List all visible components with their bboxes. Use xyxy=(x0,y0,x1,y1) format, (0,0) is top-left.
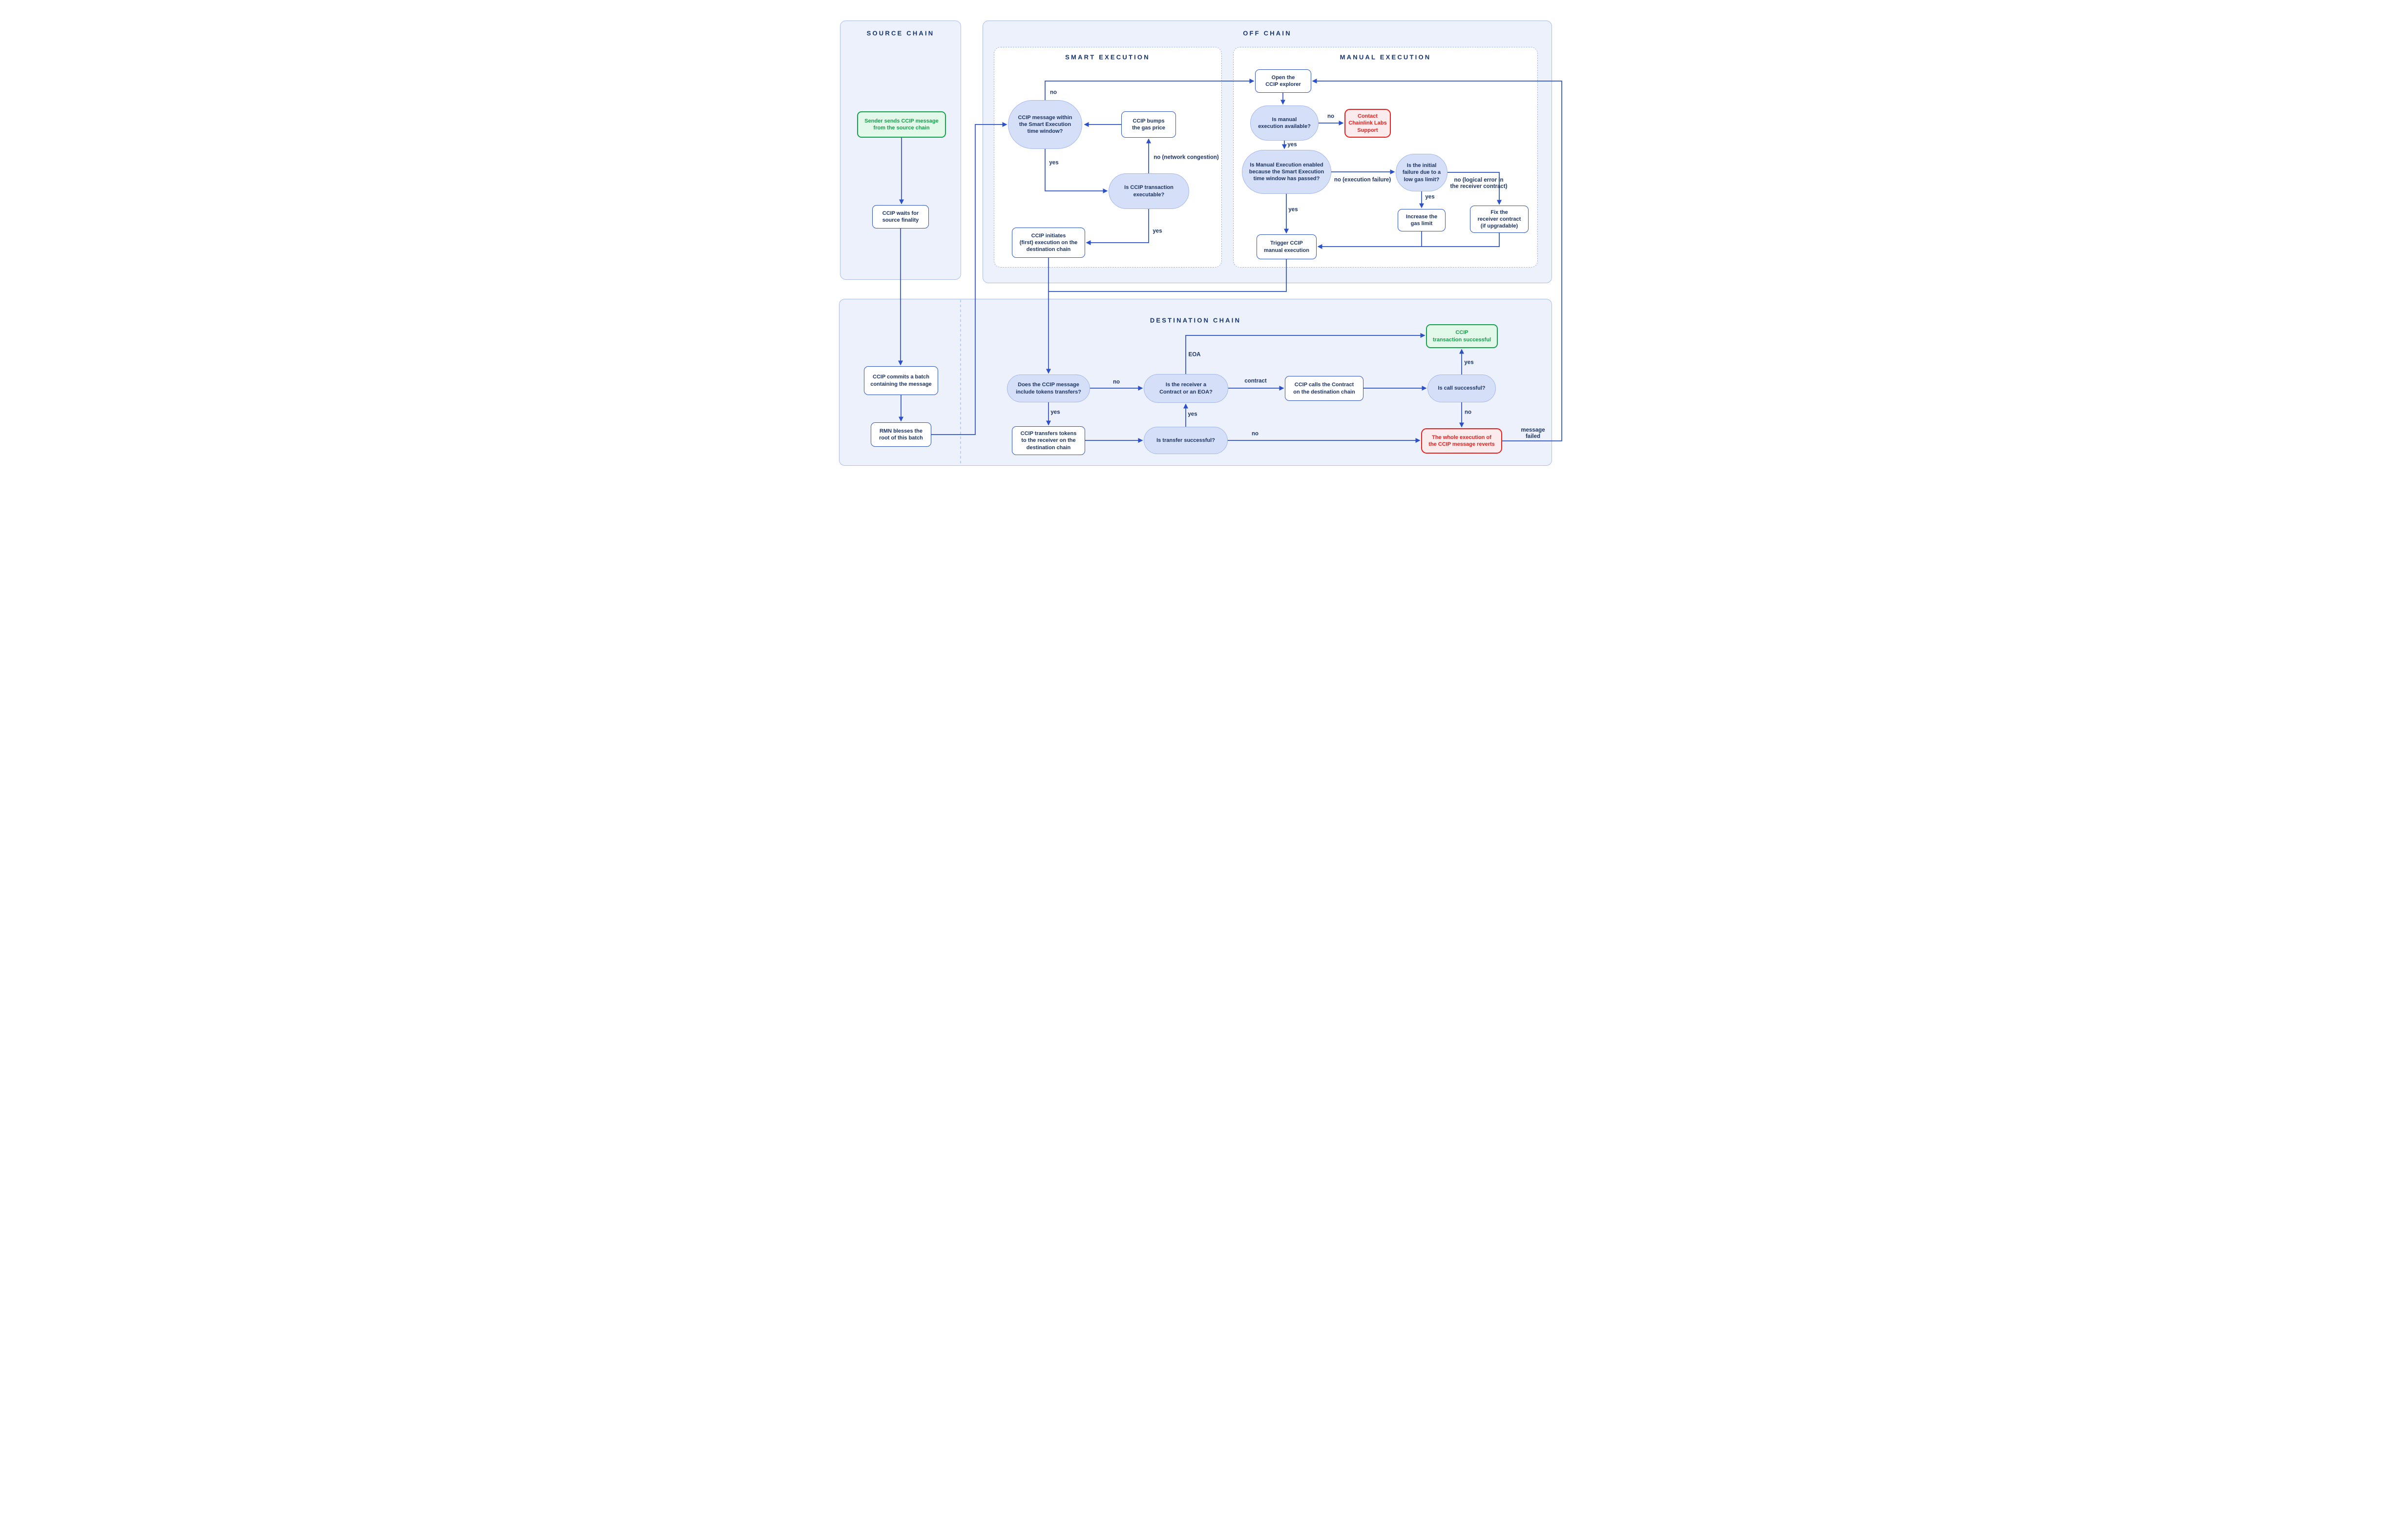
node-open-ccip-explorer: Open the CCIP explorer xyxy=(1255,69,1311,93)
node-is-transfer-successful: Is transfer successful? xyxy=(1144,427,1228,454)
manual-execution-title: MANUAL EXECUTION xyxy=(1340,53,1431,61)
edge-label-window-yes: yes xyxy=(1049,160,1059,166)
node-whole-execution-reverts: The whole execution of the CCIP message … xyxy=(1421,428,1502,454)
node-receiver-contract-or-eoa: Is the receiver a Contract or an EOA? xyxy=(1144,374,1228,403)
node-ccip-waits-finality: CCIP waits for source finality xyxy=(872,205,929,229)
edge-label-call-yes: yes xyxy=(1464,359,1474,366)
edge-label-contract: contract xyxy=(1244,378,1267,384)
edge-label-low-gas-yes: yes xyxy=(1425,194,1435,200)
edge-label-executable-yes: yes xyxy=(1153,228,1162,234)
off-chain-title: OFF CHAIN xyxy=(1243,29,1292,37)
source-chain-panel xyxy=(840,21,961,280)
node-transaction-executable: Is CCIP transaction executable? xyxy=(1109,173,1189,209)
edge-label-tokens-yes: yes xyxy=(1050,409,1060,416)
edge-label-transfer-no: no xyxy=(1251,431,1259,437)
node-sender-sends-message: Sender sends CCIP message from the sourc… xyxy=(857,111,946,138)
node-ccip-transaction-successful: CCIP transaction successful xyxy=(1426,324,1498,348)
ccip-execution-flowchart: SOURCE CHAIN OFF CHAIN SMART EXECUTION M… xyxy=(820,0,1571,483)
node-trigger-manual-execution: Trigger CCIP manual execution xyxy=(1257,234,1317,259)
node-rmn-blesses-root: RMN blesses the root of this batch xyxy=(871,422,931,447)
edge-label-message-failed: message failed xyxy=(1521,427,1545,439)
edge-label-manual-available-yes: yes xyxy=(1287,142,1297,148)
node-ccip-initiates-execution: CCIP initiates (first) execution on the … xyxy=(1012,228,1085,258)
edge-label-manual-available-no: no xyxy=(1327,113,1335,120)
node-failure-low-gas-limit: Is the initial failure due to a low gas … xyxy=(1396,154,1447,191)
edge-label-logical-error: no (logical error in the receiver contra… xyxy=(1450,177,1508,189)
edge-label-network-congestion: no (network congestion) xyxy=(1154,154,1219,161)
node-is-call-successful: Is call successful? xyxy=(1427,375,1496,402)
node-manual-execution-available: Is manual execution available? xyxy=(1250,105,1319,141)
edge-label-tokens-no: no xyxy=(1112,379,1120,385)
node-manual-execution-enabled: Is Manual Execution enabled because the … xyxy=(1242,150,1331,194)
node-increase-gas-limit: Increase the gas limit xyxy=(1398,209,1446,231)
node-includes-token-transfers: Does the CCIP message include tokens tra… xyxy=(1007,375,1090,402)
node-ccip-bumps-gas: CCIP bumps the gas price xyxy=(1121,111,1176,138)
edge-label-transfer-yes: yes xyxy=(1188,411,1197,417)
edge-label-enabled-yes: yes xyxy=(1288,207,1298,213)
source-chain-title: SOURCE CHAIN xyxy=(866,29,935,37)
edge-label-window-no: no xyxy=(1049,89,1057,96)
node-ccip-commits-batch: CCIP commits a batch containing the mess… xyxy=(864,366,938,395)
node-ccip-calls-contract: CCIP calls the Contract on the destinati… xyxy=(1285,376,1363,401)
smart-execution-title: SMART EXECUTION xyxy=(1065,53,1150,61)
node-contact-chainlink-support: Contact Chainlink Labs Support xyxy=(1344,109,1391,138)
node-fix-receiver-contract: Fix the receiver contract (if upgradable… xyxy=(1470,206,1529,233)
node-ccip-transfers-tokens: CCIP transfers tokens to the receiver on… xyxy=(1012,426,1085,455)
destination-chain-title: DESTINATION CHAIN xyxy=(1150,316,1241,324)
edge-label-eoa: EOA xyxy=(1188,352,1201,358)
node-within-smart-window: CCIP message within the Smart Execution … xyxy=(1008,100,1082,149)
edge-label-execution-failure: no (execution failure) xyxy=(1334,177,1391,183)
edge-label-call-no: no xyxy=(1464,409,1472,416)
